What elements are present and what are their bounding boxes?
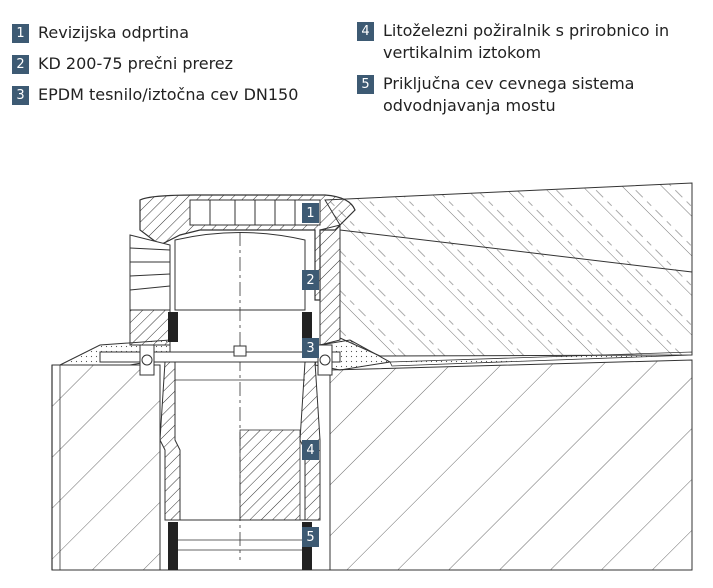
legend-text-3: EPDM tesnilo/iztočna cev DN150 <box>38 85 299 104</box>
legend-item-2: 2 KD 200-75 prečni prerez <box>12 53 298 75</box>
inner-body <box>174 232 306 560</box>
legend-text-2: KD 200-75 prečni prerez <box>38 54 234 73</box>
legend-item-5: 5 Priključna cev cevnega sistema odvodnj… <box>357 73 713 117</box>
legend-badge-2: 2 <box>12 55 29 74</box>
legend-item-4: 4 Litoželezni požiralnik s prirobnico in… <box>357 20 713 64</box>
outlet-pipe <box>159 361 321 521</box>
legend-text-1: Revizijska odprtina <box>38 23 189 42</box>
base-concrete <box>51 359 693 571</box>
legend-text-5: Priključna cev cevnega sistema odvodnjav… <box>383 74 635 115</box>
epdm-seals <box>168 312 312 342</box>
callout-3: 3 <box>302 338 319 358</box>
legend-badge-5: 5 <box>357 75 374 94</box>
ribbed-body <box>129 234 171 346</box>
legend-badge-1: 1 <box>12 24 29 43</box>
housing-wall <box>319 224 341 346</box>
upper-slab <box>324 182 693 357</box>
legend-left-column: 1 Revizijska odprtina 2 KD 200-75 prečni… <box>12 22 298 106</box>
flange <box>99 344 341 376</box>
legend-badge-4: 4 <box>357 22 374 41</box>
callout-5: 5 <box>302 527 319 547</box>
callout-1: 1 <box>302 203 319 223</box>
legend-item-3: 3 EPDM tesnilo/iztočna cev DN150 <box>12 84 298 106</box>
callout-4: 4 <box>302 440 319 460</box>
legend-item-1: 1 Revizijska odprtina <box>12 22 298 44</box>
grating-cover <box>139 194 356 301</box>
callout-2: 2 <box>302 270 319 290</box>
legend-right-column: 4 Litoželezni požiralnik s prirobnico in… <box>357 20 713 117</box>
legend-badge-3: 3 <box>12 86 29 105</box>
legend-text-4: Litoželezni požiralnik s prirobnico in v… <box>383 21 670 62</box>
